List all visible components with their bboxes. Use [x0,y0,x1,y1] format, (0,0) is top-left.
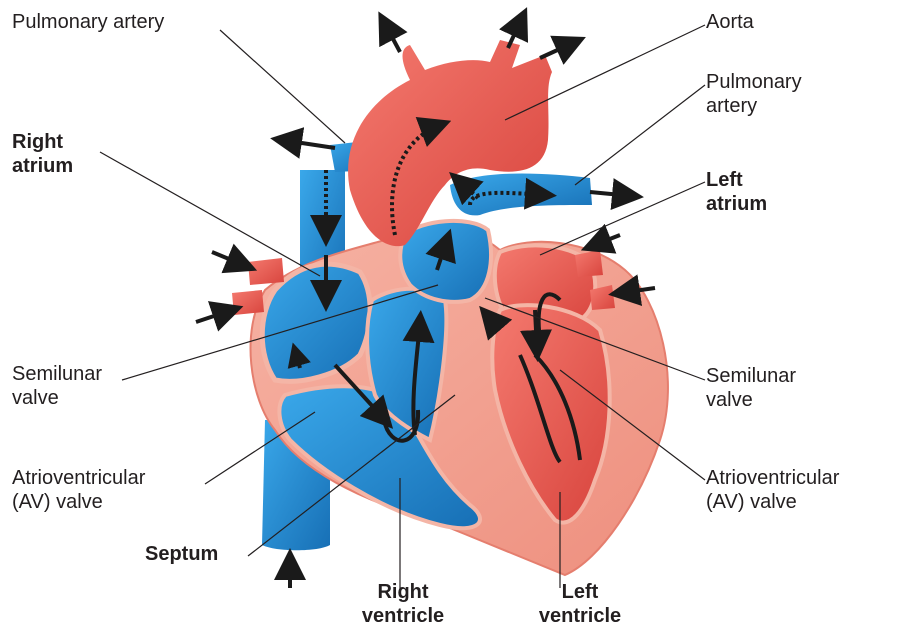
label-right-ventricle: Right ventricle [348,580,458,628]
label-aorta: Aorta [706,10,754,34]
label-left-atrium: Left atrium [706,168,767,216]
label-left-ventricle: Left ventricle [520,580,640,628]
label-pulmonary-artery-right: Pulmonary artery [706,70,802,118]
label-septum: Septum [145,542,218,566]
label-av-valve-left: Atrioventricular (AV) valve [12,466,145,514]
label-pulmonary-artery-left: Pulmonary artery [12,10,164,34]
label-av-valve-right: Atrioventricular (AV) valve [706,466,839,514]
label-semilunar-valve-right: Semilunar valve [706,364,796,412]
label-semilunar-valve-left: Semilunar valve [12,362,102,410]
aorta-arch [348,40,552,246]
label-right-atrium: Right atrium [12,130,73,178]
